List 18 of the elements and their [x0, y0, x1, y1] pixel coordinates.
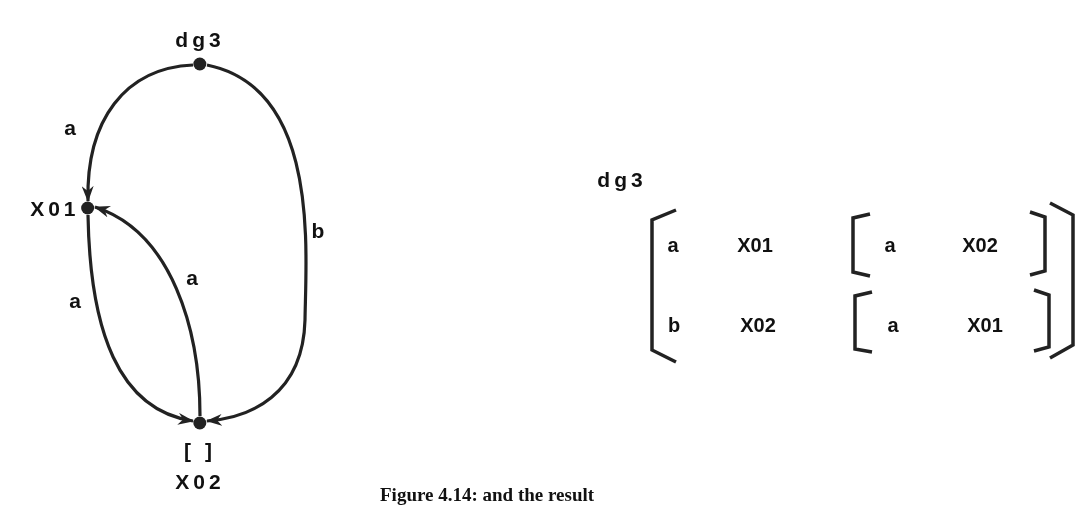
matrix-entry: a — [884, 235, 896, 255]
arrow — [82, 63, 194, 202]
arrow — [86, 214, 194, 424]
matrix-entry: b — [667, 315, 681, 335]
node-label: [ ] — [184, 439, 216, 461]
caption: Figure 4.14: and the result — [380, 484, 595, 506]
matrix-entry: X02 — [962, 235, 998, 255]
node-label: dg3 — [175, 28, 225, 50]
matrix-label: dg3 — [597, 168, 647, 190]
node-label: X01 — [30, 197, 80, 219]
matrix-entry: X02 — [740, 315, 776, 335]
matrix-entry: a — [887, 315, 899, 335]
matrix-entry: a — [667, 235, 679, 255]
node-label: X02 — [175, 470, 225, 492]
matrix-entry: X01 — [967, 315, 1003, 335]
arrow — [206, 63, 308, 426]
matrix-entry: X01 — [737, 235, 773, 255]
arrow — [94, 205, 202, 417]
